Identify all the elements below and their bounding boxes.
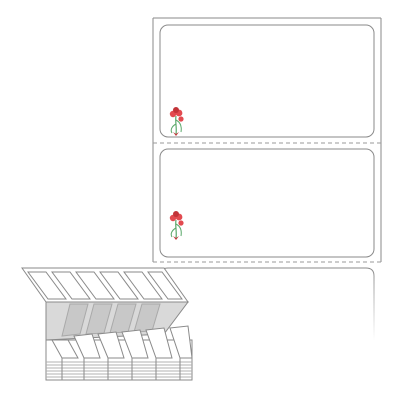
label-2: [159, 148, 375, 258]
fanfold-bottom-stack: [45, 325, 193, 381]
fanfold-label-stack: [21, 267, 193, 381]
label-3-partial: [159, 267, 375, 340]
fanfold-top-panel: [21, 267, 189, 303]
carnation-flower-icon: [169, 211, 184, 240]
carnation-flower-icon: [169, 107, 184, 136]
label-1: [159, 24, 375, 138]
